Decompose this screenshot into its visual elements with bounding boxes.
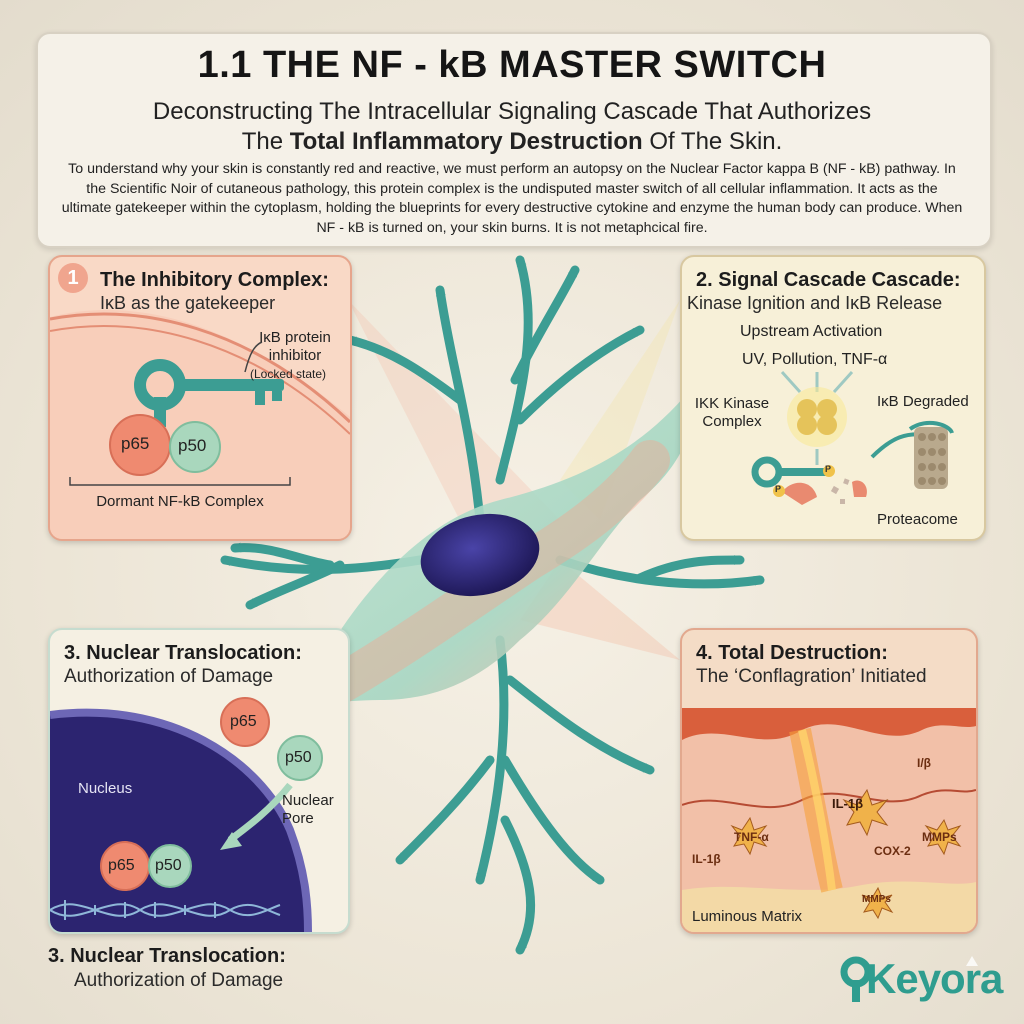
nuclear-p50-bead <box>148 844 192 888</box>
key-icon <box>134 359 284 427</box>
subtitle-post: Of The Skin. <box>642 128 783 155</box>
panel4-title: 4. Total Destruction: <box>696 642 888 664</box>
proteasome-icon <box>908 420 954 489</box>
nuclear-p65-label: p65 <box>108 857 135 874</box>
p50-bead <box>169 421 221 473</box>
ikk-kinase-icon <box>787 387 847 447</box>
phospho-label-1: P <box>825 464 832 474</box>
panel2-art <box>751 370 954 505</box>
panel-signal-cascade: 2. Signal Cascade Cascade: Kinase Igniti… <box>680 255 986 541</box>
panel2-subtitle: Kinase Ignition and IκB Release <box>687 293 943 313</box>
p65-label: p65 <box>121 434 150 453</box>
label-triggers: UV, Pollution, TNF-α <box>742 351 888 368</box>
dna-helix-icon <box>50 900 281 920</box>
label-ikb-inhibitor: IκB protein inhibitor <box>259 329 331 364</box>
brand-logo-text: Keyora <box>866 955 1003 1002</box>
branch-arrows <box>220 255 765 955</box>
bracket <box>69 477 291 486</box>
label-dormant-complex: Dormant NF-kB Complex <box>96 493 264 510</box>
debris <box>830 478 867 504</box>
marker-mmps-2: MMPs <box>862 894 891 905</box>
brand-logo-icon <box>840 956 978 1002</box>
panel-nuclear-translocation: 3. Nuclear Translocation: Authorization … <box>48 628 350 934</box>
marker-ib: I/β <box>917 756 931 770</box>
membrane-line-2 <box>50 325 350 435</box>
marker-tnf: TNF-α <box>734 830 769 844</box>
marker-il1b-2: IL-1β <box>692 852 721 866</box>
footer-title: 3. Nuclear Translocation: <box>48 945 286 967</box>
panel3-subtitle: Authorization of Damage <box>64 666 274 687</box>
panel4-art <box>682 708 976 932</box>
panel1-title: The Inhibitory Complex: <box>100 269 329 291</box>
translocation-arrowhead <box>220 832 242 850</box>
label-locked-state: (Locked state) <box>250 367 327 381</box>
epidermis-inflamed <box>682 708 976 740</box>
panel4-subtitle: The ‘Conflagration’ Initiated <box>696 666 927 687</box>
panel2-title: 2. Signal Cascade Cascade: <box>696 269 961 291</box>
cell-nucleus <box>420 513 540 597</box>
fire-core-bright <box>798 729 836 891</box>
p50-label: p50 <box>178 436 207 455</box>
free-p50-bead <box>277 735 323 781</box>
marker-mmps-1: MMPs <box>922 830 957 844</box>
panel1-art <box>50 310 350 539</box>
label-nuclear-pore: Nuclear Pore <box>282 792 334 827</box>
panel1-number-badge: 1 <box>58 263 88 293</box>
panel3-title: 3. Nuclear Translocation: <box>64 642 302 664</box>
intro-paragraph: To understand why your skin is constantl… <box>61 161 963 236</box>
beam-2 <box>560 300 680 520</box>
free-p65-label: p65 <box>230 713 257 730</box>
subtitle-line-1: Deconstructing The Intracellular Signali… <box>152 98 872 125</box>
footer-subtitle: Authorization of Damage <box>74 970 284 991</box>
label-nucleus: Nucleus <box>78 780 133 797</box>
label-ikk-kinase: IKK Kinase Complex <box>694 395 770 430</box>
panel-inhibitory-complex: The Inhibitory Complex: IκB as the gatek… <box>48 255 352 541</box>
subtitle-bold: Total Inflammatory Destruction <box>289 128 643 155</box>
panel3-art <box>50 697 323 932</box>
page-title: 1.1 THE NF - kB MASTER SWITCH <box>197 44 827 86</box>
label-proteasome: Proteacome <box>877 511 958 528</box>
panel-total-destruction: 4. Total Destruction: The ‘Conflagration… <box>680 628 978 934</box>
label-upstream-activation: Upstream Activation <box>740 323 883 340</box>
leader-line <box>244 341 263 373</box>
ikb-fragment-icon <box>751 456 835 505</box>
free-p50-label: p50 <box>285 749 312 766</box>
dermal-junction <box>682 789 976 809</box>
nuclear-p50-label: p50 <box>155 857 182 874</box>
subtitle-line-2: The Total Inflammatory Destruction Of Th… <box>36 127 988 157</box>
nucleus-region <box>50 712 308 932</box>
phospho-label-2: P <box>775 484 782 494</box>
marker-il1b-1: IL-1β <box>832 796 864 811</box>
cytokine-bursts <box>730 788 962 920</box>
membrane-line <box>50 312 350 424</box>
label-ikb-degraded: IκB Degraded <box>877 393 969 410</box>
free-p65-bead <box>220 697 270 747</box>
marker-cox2: COX-2 <box>874 844 911 858</box>
luminous-matrix-layer <box>682 881 976 932</box>
page-subtitle: Deconstructing The Intracellular Signali… <box>36 97 988 157</box>
header-card <box>36 32 992 248</box>
label-luminous-matrix: Luminous Matrix <box>692 908 803 925</box>
translocation-arrow <box>227 782 293 843</box>
subtitle-pre: The <box>241 128 290 155</box>
panel1-subtitle: IκB as the gatekeeper <box>100 293 276 313</box>
